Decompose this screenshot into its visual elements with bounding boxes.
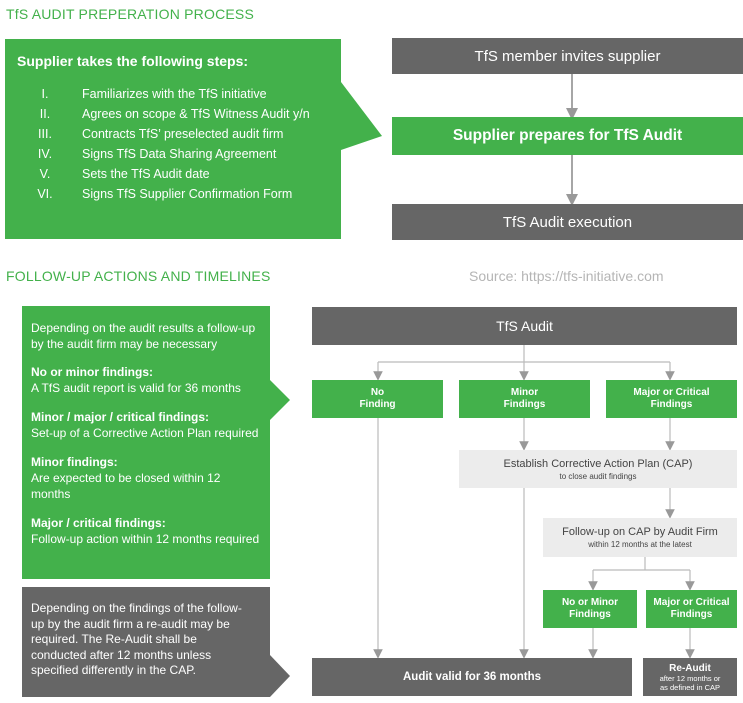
cap-box: Establish Corrective Action Plan (CAP) t… [459, 450, 737, 488]
info-title-minor: Minor findings: [31, 455, 118, 469]
reaudit-subtitle: after 12 months or as defined in CAP [659, 673, 721, 692]
info-title-major: Major / critical findings: [31, 516, 166, 530]
info-text-major: Follow-up action within 12 months requir… [31, 532, 260, 546]
cap-title: Establish Corrective Action Plan (CAP) [503, 457, 693, 470]
supplier-callout-pointer [341, 82, 382, 150]
step-text: Signs TfS Data Sharing Agreement [82, 147, 277, 161]
tfs-audit-box: TfS Audit [312, 307, 737, 345]
page-title: TfS AUDIT PREPERATION PROCESS [6, 6, 254, 22]
audit-valid-box: Audit valid for 36 months [312, 658, 632, 696]
info-text-all-findings: Set-up of a Corrective Action Plan requi… [31, 426, 259, 440]
major-critical-box-2: Major or Critical Findings [646, 590, 737, 628]
cap-subtitle: to close audit findings [559, 471, 637, 481]
followup-cap-title: Follow-up on CAP by Audit Firm [562, 526, 718, 538]
source-note: Source: https://tfs-initiative.com [469, 268, 664, 284]
supplier-steps-box: Supplier takes the following steps: I. F… [5, 39, 341, 239]
step-number: II. [39, 107, 51, 121]
followup-cap-box: Follow-up on CAP by Audit Firm within 12… [543, 518, 737, 557]
step-number: I. [41, 87, 49, 101]
major-critical-box: Major or Critical Findings [606, 380, 737, 418]
no-or-minor-box: No or Minor Findings [543, 590, 637, 628]
supplier-steps-heading: Supplier takes the following steps: [17, 53, 249, 69]
info-text-minor: Are expected to be closed within 12 mont… [31, 471, 221, 501]
step-number: V. [39, 167, 51, 181]
info-green-pointer [270, 380, 290, 420]
execute-box: TfS Audit execution [392, 204, 743, 240]
minor-findings-box: Minor Findings [459, 380, 590, 418]
followup-section-title: FOLLOW-UP ACTIONS AND TIMELINES [6, 268, 271, 284]
reaudit-info-box: Depending on the findings of the follow-… [22, 587, 270, 697]
step-text: Contracts TfS’ preselected audit firm [82, 127, 284, 141]
step-text: Signs TfS Supplier Confirmation Form [82, 187, 293, 201]
invite-box: TfS member invites supplier [392, 38, 743, 74]
no-finding-box: No Finding [312, 380, 443, 418]
reaudit-title: Re-Audit [669, 662, 711, 674]
info-gray-pointer [270, 655, 290, 697]
info-title-no-minor: No or minor findings: [31, 365, 153, 379]
reaudit-box: Re-Audit after 12 months or as defined i… [643, 658, 737, 696]
prepare-box: Supplier prepares for TfS Audit [392, 117, 743, 155]
step-number: VI. [37, 187, 53, 201]
info-title-all-findings: Minor / major / critical findings: [31, 410, 210, 424]
followup-cap-subtitle: within 12 months at the latest [588, 540, 692, 549]
step-number: IV. [37, 147, 53, 161]
step-text: Sets the TfS Audit date [82, 167, 210, 181]
step-number: III. [38, 127, 52, 141]
followup-info-box: Depending on the audit results a follow-… [22, 306, 270, 579]
reaudit-info-text: Depending on the findings of the follow-… [31, 601, 242, 677]
info-text-no-minor: A TfS audit report is valid for 36 month… [31, 381, 241, 395]
info-intro: Depending on the audit results a follow-… [31, 321, 256, 351]
step-text: Familiarizes with the TfS initiative [82, 87, 267, 101]
step-text: Agrees on scope & TfS Witness Audit y/n [82, 107, 310, 121]
